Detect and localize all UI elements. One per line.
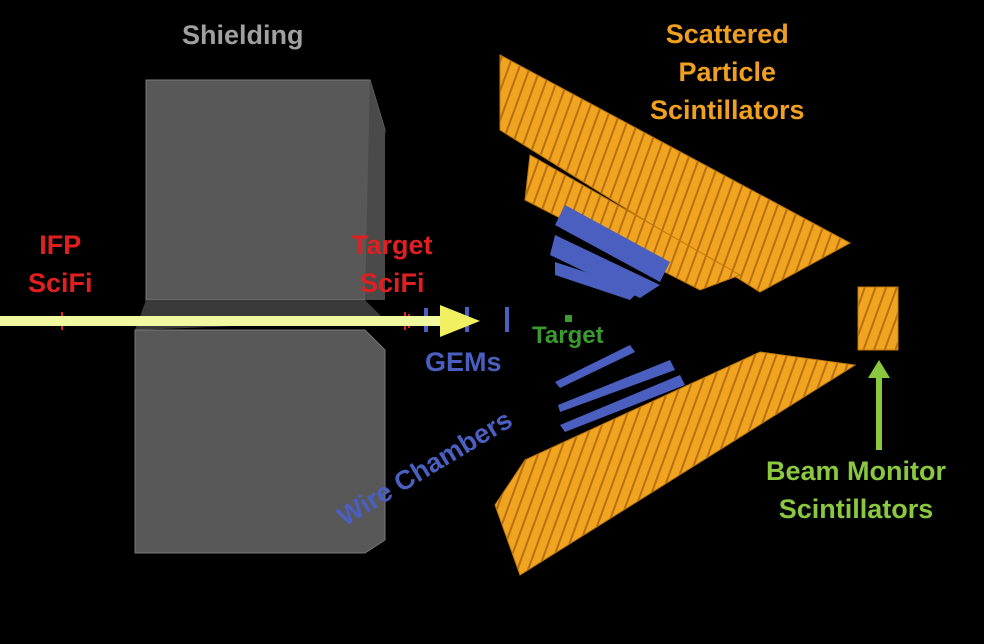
scattered-particle-scintillators bbox=[494, 54, 857, 576]
label-line: IFP bbox=[39, 230, 82, 260]
ifp-scifi-label: IFP SciFi bbox=[28, 226, 93, 302]
label-line: Scattered bbox=[665, 19, 789, 49]
beam-arrow bbox=[0, 305, 480, 337]
label-line: Particle bbox=[678, 57, 777, 87]
beam-monitor-arrow bbox=[868, 360, 890, 450]
scattered-particle-label: Scattered Particle Scintillators bbox=[650, 15, 805, 129]
target-cell bbox=[565, 315, 572, 322]
label-line: Beam Monitor bbox=[766, 456, 947, 486]
beam-monitor-label: Beam Monitor Scintillators bbox=[766, 452, 946, 528]
target-scifi-label: Target SciFi bbox=[352, 226, 433, 302]
beam-monitor-scintillators bbox=[857, 286, 899, 351]
label-line: SciFi bbox=[359, 268, 425, 298]
shielding-label: Shielding bbox=[182, 20, 304, 50]
label-line: Target bbox=[352, 230, 433, 260]
target-label: Target bbox=[532, 322, 604, 349]
label-line: SciFi bbox=[28, 268, 93, 298]
wire-chambers bbox=[550, 205, 685, 432]
gems-label: GEMs bbox=[425, 347, 502, 377]
label-line: Scintillators bbox=[778, 494, 934, 524]
label-line: Scintillators bbox=[650, 95, 805, 125]
